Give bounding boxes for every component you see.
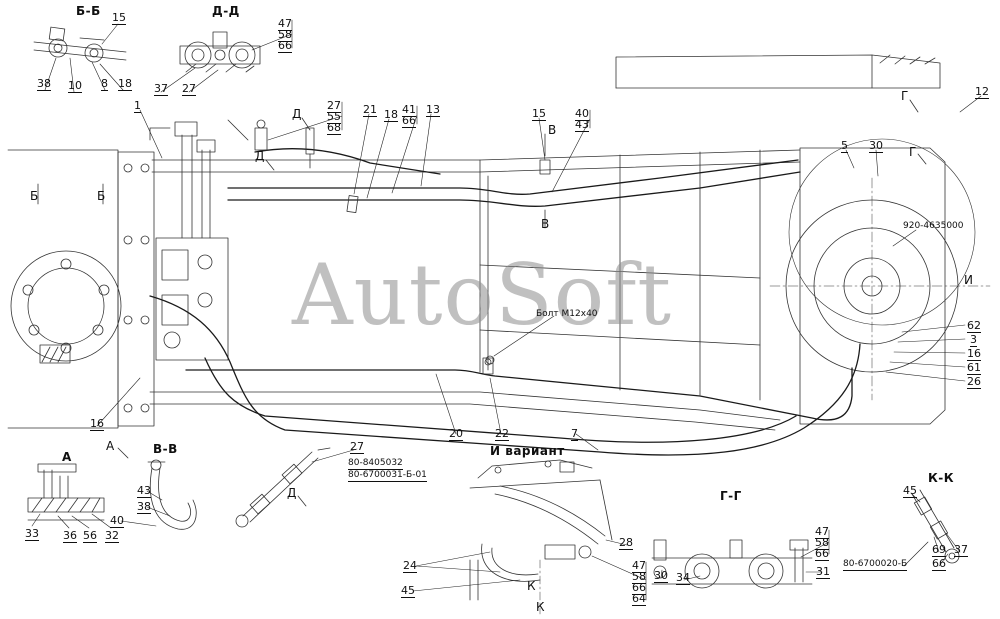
section-view-i-variant [469, 459, 613, 615]
section-view-dd [179, 31, 261, 73]
leader-lines [31, 19, 982, 601]
section-view-d [235, 447, 331, 528]
main-view-pump [7, 121, 229, 429]
main-view-body [149, 54, 941, 431]
section-view-bb [33, 26, 127, 63]
section-view-a [27, 463, 105, 521]
section-view-vv [147, 459, 197, 530]
main-view-rear-axle [769, 138, 991, 425]
section-view-gg [651, 539, 813, 589]
main-view-clamps [37, 99, 927, 507]
main-view-pipes [149, 148, 861, 456]
watermark: AutoSoft [292, 246, 673, 344]
